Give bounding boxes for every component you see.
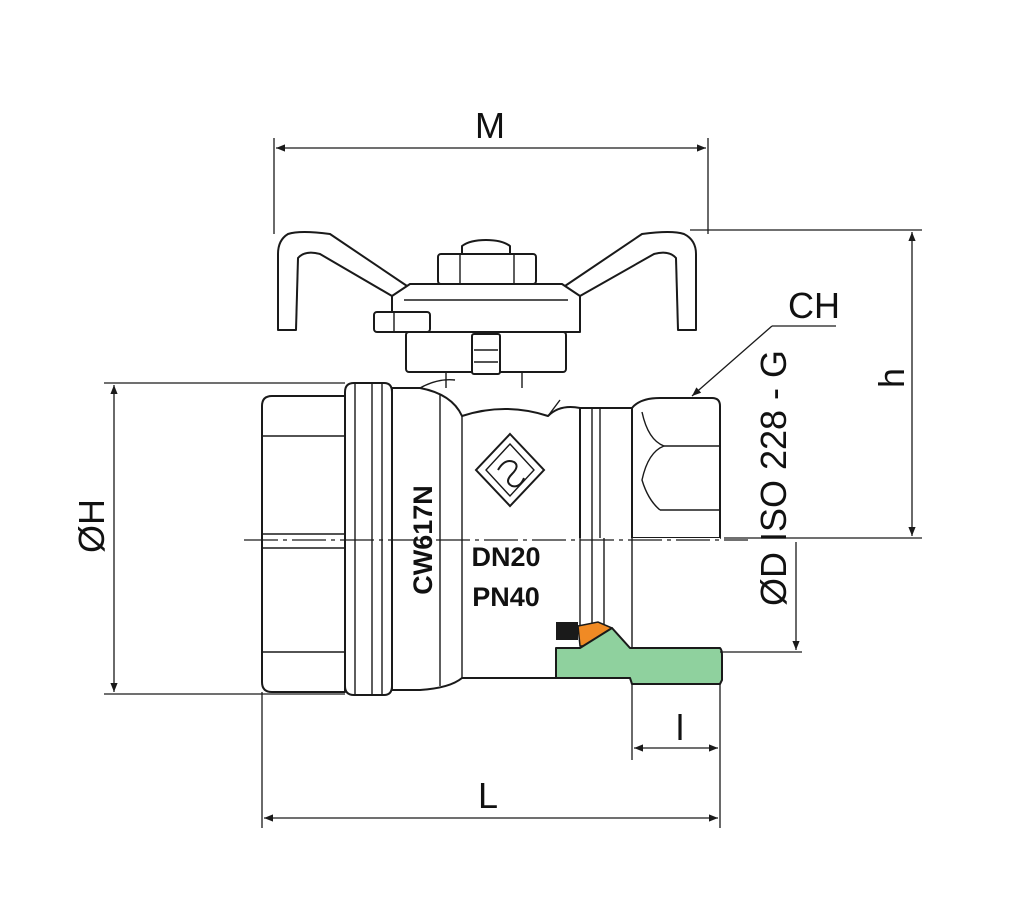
dimension-h-height: h: [690, 229, 922, 539]
dimension-oh: ØH: [71, 382, 345, 695]
gasket-mark: [556, 622, 578, 640]
dimension-l-length: L: [261, 692, 721, 828]
dimension-od: ØD ISO 228 - G: [720, 350, 802, 653]
dimension-oh-label: ØH: [71, 499, 112, 553]
section-cutaway: [555, 538, 723, 685]
dimension-l-small: l: [631, 684, 721, 760]
stem-assembly: [405, 331, 567, 388]
pressure-marking: PN40: [472, 582, 540, 612]
dimension-ch-label: CH: [788, 285, 840, 326]
dimension-m: M: [273, 105, 709, 234]
dimension-l-small-label: l: [676, 707, 684, 748]
butterfly-handle[interactable]: [277, 231, 697, 333]
brand-logo-icon: [474, 432, 546, 508]
dimension-ch: CH: [691, 285, 840, 397]
dimension-h-height-label: h: [871, 368, 912, 388]
dimension-l-length-label: L: [478, 775, 498, 816]
dimension-m-label: M: [475, 105, 505, 146]
size-marking: DN20: [471, 542, 540, 572]
dimension-od-label: ØD ISO 228 - G: [753, 350, 794, 606]
